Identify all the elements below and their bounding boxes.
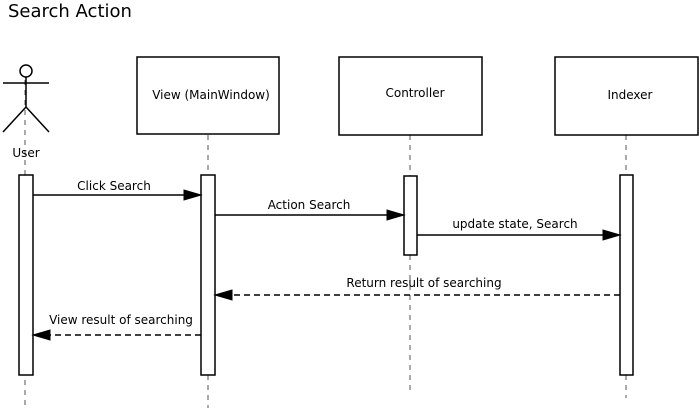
message-view-result: View result of searching [31,313,201,341]
diagram-title: Search Action [8,1,132,22]
message-label: Click Search [77,179,151,193]
arrowhead-icon [602,229,622,241]
activation-indexer [619,174,634,376]
participant-box [338,56,483,136]
message-label: update state, Search [452,217,577,231]
message-return-result: Return result of searching [213,276,620,301]
message-action-search: Action Search [215,198,406,221]
arrowhead-icon [183,189,203,201]
message-label: Action Search [268,198,351,212]
message-update-state: update state, Search [417,217,622,241]
activation-controller [403,175,418,256]
actor-label: User [12,146,39,160]
arrowhead-icon [386,209,406,221]
participant-label: Indexer [608,88,653,102]
participant-indexer: Indexer [554,56,699,136]
arrowhead-icon [213,289,233,301]
message-label: View result of searching [49,313,193,327]
arrowhead-icon [31,329,51,341]
participant-controller: Controller [338,56,483,136]
participant-label: View (MainWindow) [152,88,270,102]
message-label: Return result of searching [346,276,501,290]
participant-box [554,56,699,136]
activation-view [200,174,216,376]
stick-figure-icon [2,64,50,133]
message-click-search: Click Search [33,179,203,201]
participant-label: Controller [385,86,444,100]
participant-box [136,56,280,135]
activation-user [18,174,34,376]
participant-view: View (MainWindow) [136,56,280,135]
